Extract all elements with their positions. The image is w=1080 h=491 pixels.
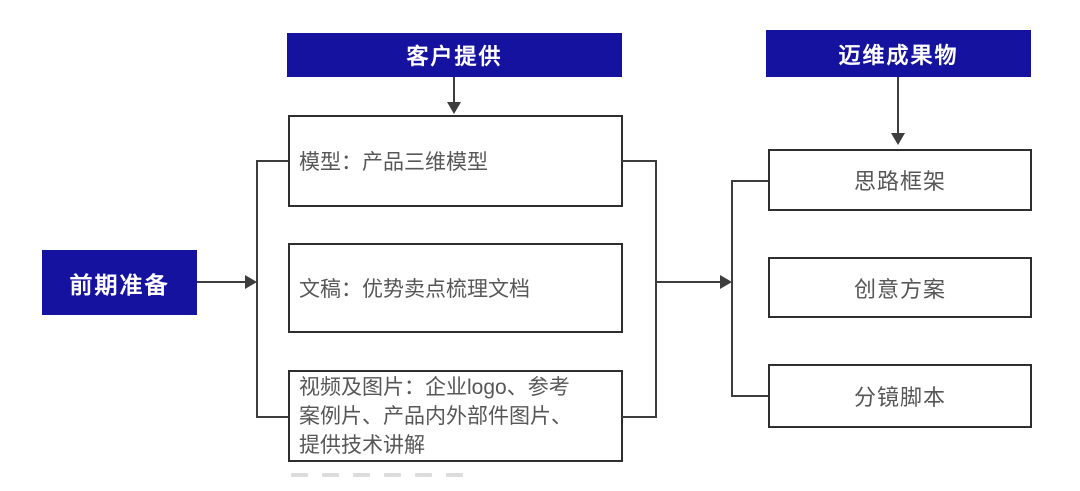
connector-deliverables-header-line bbox=[897, 77, 899, 134]
bracket-right-vertical bbox=[731, 180, 733, 397]
bracket-left-stub-top bbox=[256, 160, 288, 162]
connector-mid-line bbox=[655, 281, 721, 283]
bracket-left-vertical bbox=[256, 160, 258, 418]
bracket-mid-stub-top bbox=[622, 160, 657, 162]
node-media-line1: 视频及图片：企业logo、参考 bbox=[299, 375, 570, 399]
node-media-line2: 案例片、产品内外部件图片、 bbox=[299, 404, 572, 428]
node-model: 模型：产品三维模型 bbox=[288, 115, 623, 207]
bracket-left-stub-bottom bbox=[256, 416, 288, 418]
arrow-down-icon bbox=[891, 133, 905, 145]
bracket-right-stub-top bbox=[731, 180, 768, 182]
bracket-mid-stub-bottom bbox=[622, 416, 657, 418]
bracket-right-stub-bottom bbox=[731, 395, 768, 397]
arrow-right-icon bbox=[720, 275, 732, 289]
column-header-deliverables: 迈维成果物 bbox=[766, 30, 1031, 77]
node-framework: 思路框架 bbox=[768, 149, 1032, 211]
node-creative: 创意方案 bbox=[768, 257, 1032, 318]
node-storyboard: 分镜脚本 bbox=[768, 364, 1032, 428]
watermark-dashes bbox=[291, 473, 463, 477]
node-document: 文稿：优势卖点梳理文档 bbox=[288, 243, 623, 333]
arrow-right-icon bbox=[245, 275, 257, 289]
connector-customer-header-line bbox=[453, 77, 455, 103]
column-header-customer: 客户提供 bbox=[287, 33, 622, 77]
connector-prep-line bbox=[197, 281, 246, 283]
bracket-mid-vertical bbox=[655, 160, 657, 418]
node-media: 视频及图片：企业logo、参考 案例片、产品内外部件图片、 提供技术讲解 bbox=[288, 370, 623, 462]
arrow-down-icon bbox=[447, 102, 461, 114]
node-media-line3: 提供技术讲解 bbox=[299, 433, 425, 457]
node-preparation: 前期准备 bbox=[42, 250, 197, 315]
